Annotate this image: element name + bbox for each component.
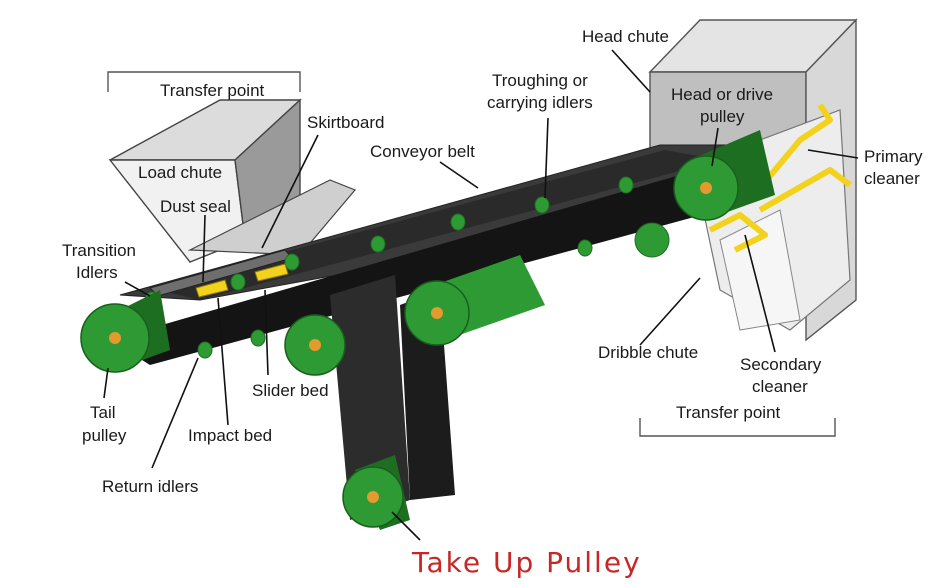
label-conveyor-belt: Conveyor belt (370, 142, 475, 161)
label-transition-1: Transition (62, 241, 136, 260)
label-skirtboard: Skirtboard (307, 113, 384, 132)
troughing-idler (618, 176, 634, 194)
label-secondary-cleaner-2: cleaner (752, 377, 808, 396)
label-transition-2: Idlers (76, 263, 118, 282)
label-tail-1: Tail (90, 403, 116, 422)
label-secondary-cleaner-1: Secondary (740, 355, 822, 374)
troughing-idler (450, 213, 466, 231)
label-impact-bed: Impact bed (188, 426, 272, 445)
troughing-idler (284, 253, 300, 271)
primary-cleaner (747, 103, 852, 213)
label-head-chute: Head chute (582, 27, 669, 46)
label-tail-2: pulley (82, 426, 127, 445)
secondary-cleaner (708, 212, 768, 253)
return-idler (197, 341, 213, 359)
label-troughing-2: carrying idlers (487, 93, 593, 112)
label-troughing-1: Troughing or (492, 71, 588, 90)
label-head-pulley-1: Head or drive (671, 85, 773, 104)
label-return-idlers: Return idlers (102, 477, 198, 496)
label-load-chute: Load chute (138, 163, 222, 182)
transfer-point-bracket-top (107, 71, 301, 92)
bend-pulley-right (404, 255, 545, 346)
transfer-point-bracket-bottom (639, 418, 836, 437)
leader-lines (103, 49, 859, 541)
troughing-idler (370, 235, 386, 253)
return-idler (250, 329, 266, 347)
tail-pulley (80, 290, 170, 373)
return-belt (110, 175, 720, 520)
head-pulley (673, 130, 775, 221)
snub-idler (634, 222, 670, 258)
label-dust-seal: Dust seal (160, 197, 231, 216)
troughing-idler (534, 196, 550, 214)
return-idler (577, 239, 593, 257)
label-head-pulley-2: pulley (700, 107, 745, 126)
label-dribble-chute: Dribble chute (598, 343, 698, 362)
label-slider-bed: Slider bed (252, 381, 329, 400)
label-transfer-point-top: Transfer point (160, 81, 265, 100)
take-up-pulley (342, 455, 410, 530)
label-primary-cleaner-1: Primary (864, 147, 923, 166)
impact-bed (195, 263, 289, 298)
caption-take-up-pulley: Take Up Pulley (411, 546, 642, 579)
label-primary-cleaner-2: cleaner (864, 169, 920, 188)
label-transfer-point-bottom: Transfer point (676, 403, 781, 422)
transition-idler (230, 273, 246, 291)
bend-pulley-left (284, 314, 346, 376)
